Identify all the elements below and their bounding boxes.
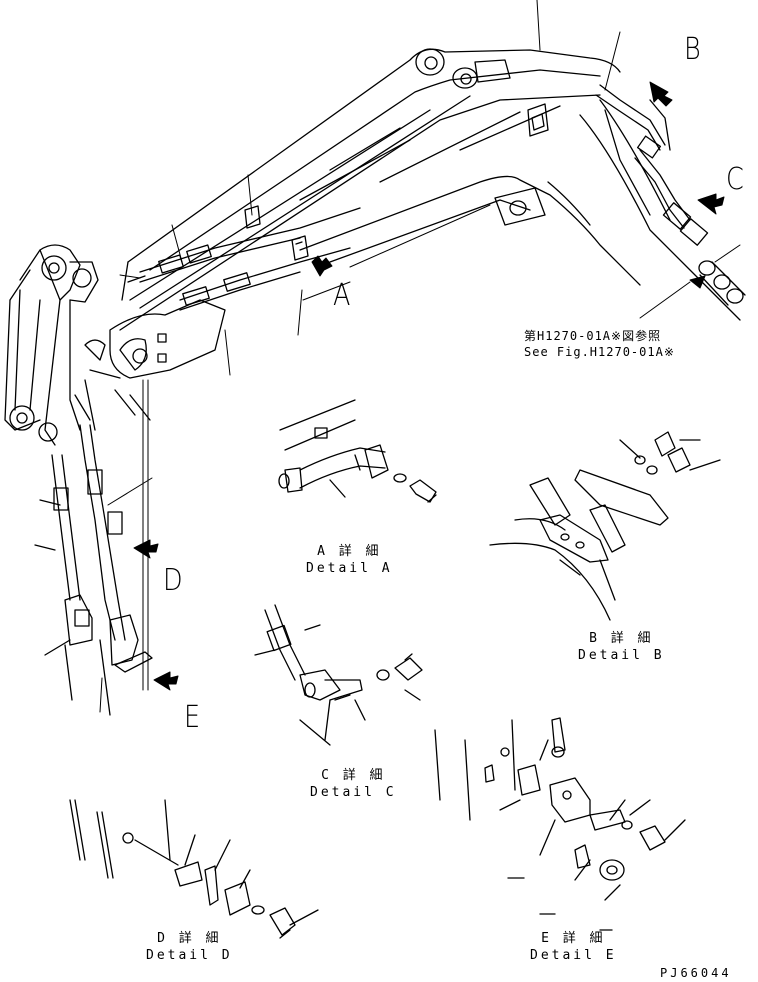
detail-c-caption: C 詳 細 Detail C	[310, 767, 397, 801]
callout-a: A	[333, 278, 351, 313]
detail-d-title-jp: D 詳 細	[157, 931, 222, 946]
callout-b: B	[684, 32, 701, 67]
leader-lines	[99, 0, 741, 713]
detail-e-drawing	[434, 717, 686, 931]
detail-a-title-en: Detail A	[306, 561, 393, 576]
callout-d: D	[163, 563, 183, 598]
detail-c-drawing	[254, 604, 423, 746]
boom-hoses	[34, 84, 746, 716]
detail-b-drawing	[489, 431, 721, 621]
detail-e-title-jp: E 詳 細	[541, 931, 606, 946]
detail-e-caption: E 詳 細 Detail E	[530, 930, 617, 964]
detail-b-title-en: Detail B	[578, 648, 665, 663]
drawing-code: PJ66044	[660, 966, 732, 980]
reference-note-japanese: 第H1270-01A※図参照	[524, 329, 662, 343]
callout-e: E	[184, 700, 201, 735]
detail-c-title-jp: C 詳 細	[321, 768, 386, 783]
detail-e-title-en: Detail E	[530, 948, 617, 963]
detail-d-title-en: Detail D	[146, 948, 233, 963]
callout-arrows	[133, 81, 725, 691]
detail-d-drawing	[69, 799, 319, 939]
detail-a-caption: A 詳 細 Detail A	[306, 543, 393, 577]
detail-d-caption: D 詳 細 Detail D	[146, 930, 233, 964]
detail-c-title-en: Detail C	[310, 785, 397, 800]
reference-note-english: See Fig.H1270-01A※	[524, 345, 675, 359]
callout-c: C	[726, 162, 744, 197]
detail-b-caption: B 詳 細 Detail B	[578, 630, 665, 664]
boom-assembly	[4, 48, 741, 446]
detail-b-title-jp: B 詳 細	[589, 631, 654, 646]
detail-a-title-jp: A 詳 細	[317, 544, 382, 559]
detail-a-drawing	[278, 399, 437, 503]
